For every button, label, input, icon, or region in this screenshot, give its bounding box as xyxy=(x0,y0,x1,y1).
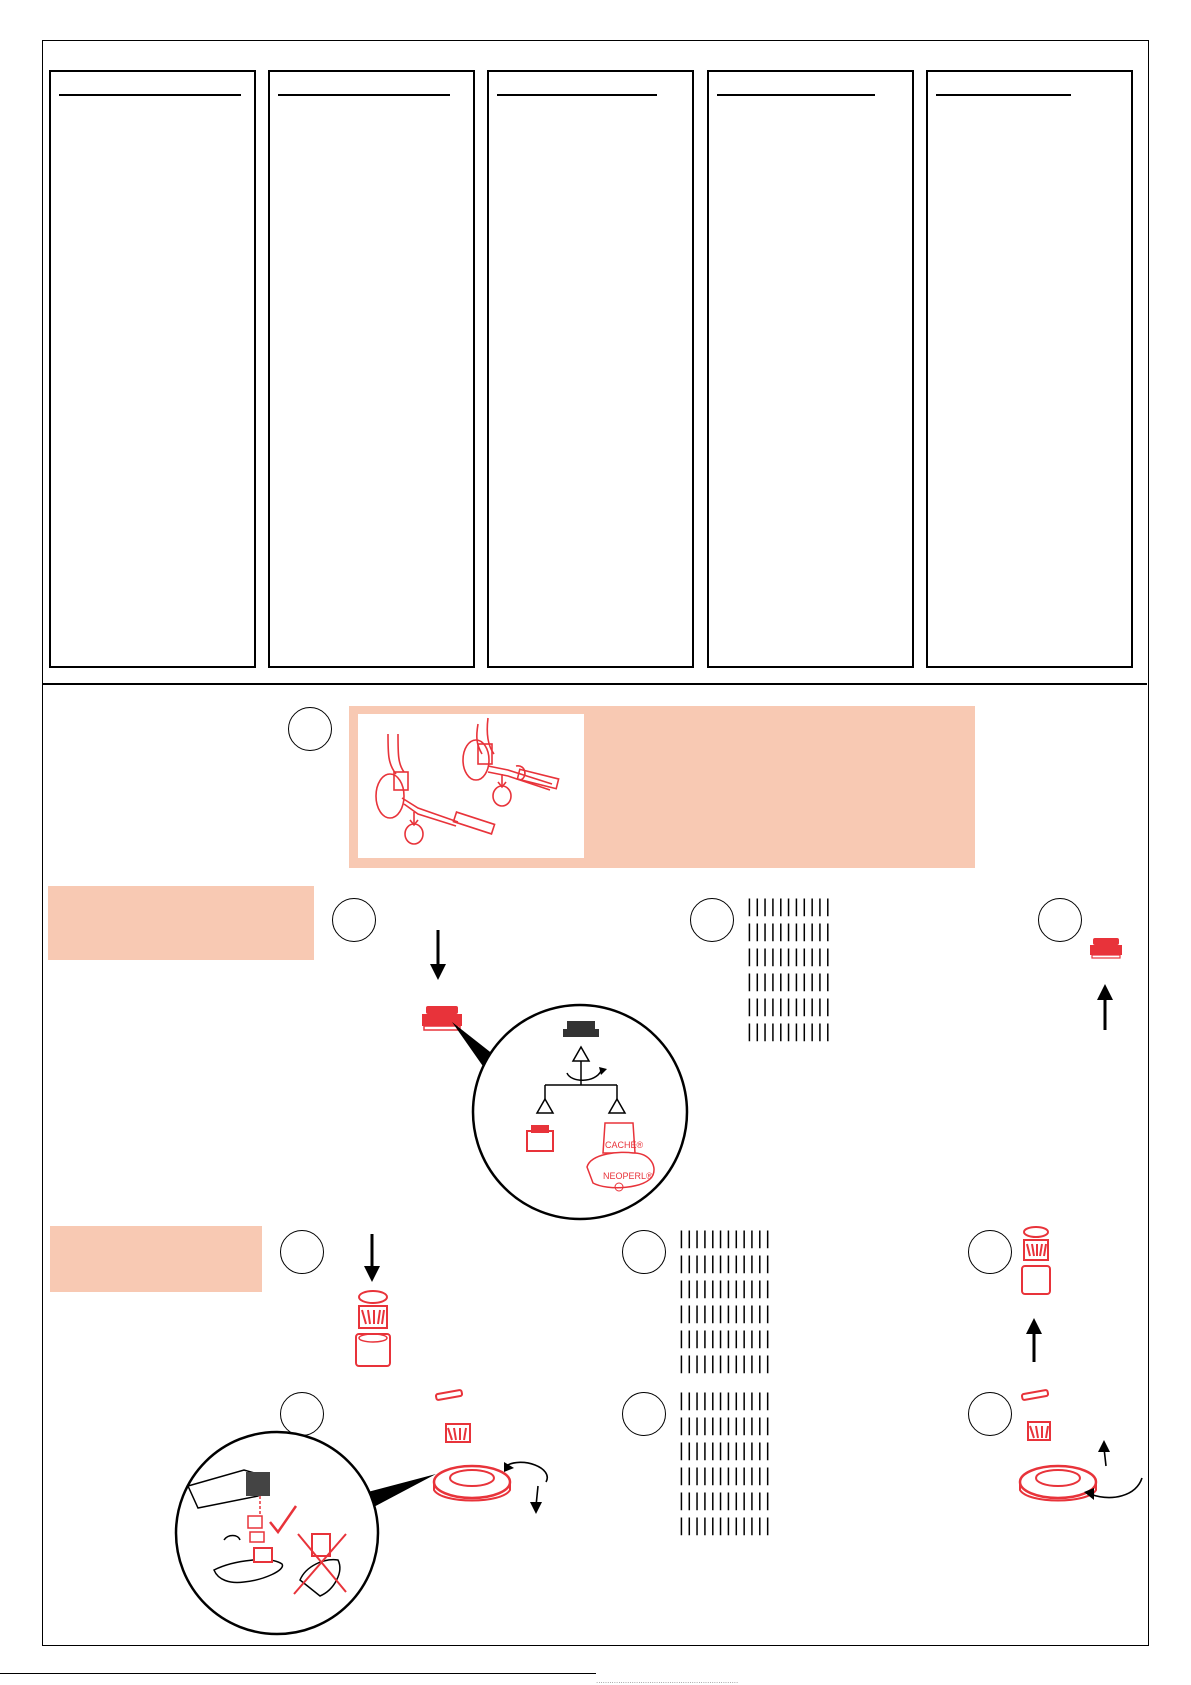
aerator-part-icon xyxy=(422,1006,462,1031)
section-a-label-panel xyxy=(48,886,314,960)
cache-logo-text: CACHÉ® xyxy=(605,1140,644,1150)
column-heading-rule xyxy=(59,94,241,96)
up-arrow-icon xyxy=(1097,984,1113,1030)
text-column-3 xyxy=(487,70,694,668)
neoperl-logo-text: NEOPERL® xyxy=(603,1171,653,1181)
placeholder-text-block-1: ||||||||||| ||||||||||| ||||||||||| ||||… xyxy=(744,896,833,1042)
placeholder-text-block-2: |||||||||||| |||||||||||| |||||||||||| |… xyxy=(676,1228,773,1374)
hand-detail-circle xyxy=(174,1430,380,1636)
step-circle-7 xyxy=(968,1230,1012,1274)
aerator-detail-circle: CACHÉ® NEOPERL® xyxy=(471,1003,689,1221)
down-arrow-icon xyxy=(364,1234,380,1282)
step-circle-9 xyxy=(622,1392,666,1436)
aerator-stack-icon xyxy=(355,1290,391,1367)
text-column-4 xyxy=(707,70,914,668)
column-heading-rule xyxy=(278,94,450,96)
aerator-stack-icon xyxy=(1021,1226,1051,1295)
step-circle-5 xyxy=(280,1230,324,1274)
valve-shutoff-illustration xyxy=(375,717,560,845)
text-column-5 xyxy=(926,70,1133,668)
column-heading-rule xyxy=(717,94,875,96)
detail-callout-pointer xyxy=(360,1474,436,1510)
step-circle-1 xyxy=(288,707,332,751)
section-b-label-panel xyxy=(50,1226,262,1292)
column-heading-rule xyxy=(497,94,657,96)
down-arrow-icon xyxy=(430,930,446,980)
up-arrow-icon xyxy=(1026,1318,1042,1362)
aerator-parts-exploded xyxy=(432,1389,549,1514)
aerator-part-icon xyxy=(1090,938,1122,959)
page-bottom-rule xyxy=(0,1673,596,1674)
placeholder-text-block-3: |||||||||||| |||||||||||| |||||||||||| |… xyxy=(676,1390,773,1536)
column-heading-rule xyxy=(936,94,1071,96)
step-circle-2 xyxy=(332,898,376,942)
step-circle-6 xyxy=(622,1230,666,1274)
step-circle-10 xyxy=(968,1392,1012,1436)
page-frame xyxy=(42,40,1149,1646)
aerator-parts-exploded xyxy=(1018,1389,1143,1502)
page-footer-text: ........................................… xyxy=(596,1676,739,1685)
step-circle-4 xyxy=(1038,898,1082,942)
text-column-1 xyxy=(49,70,256,668)
text-column-2 xyxy=(268,70,475,668)
step-circle-3 xyxy=(690,898,734,942)
section-divider xyxy=(42,683,1147,685)
